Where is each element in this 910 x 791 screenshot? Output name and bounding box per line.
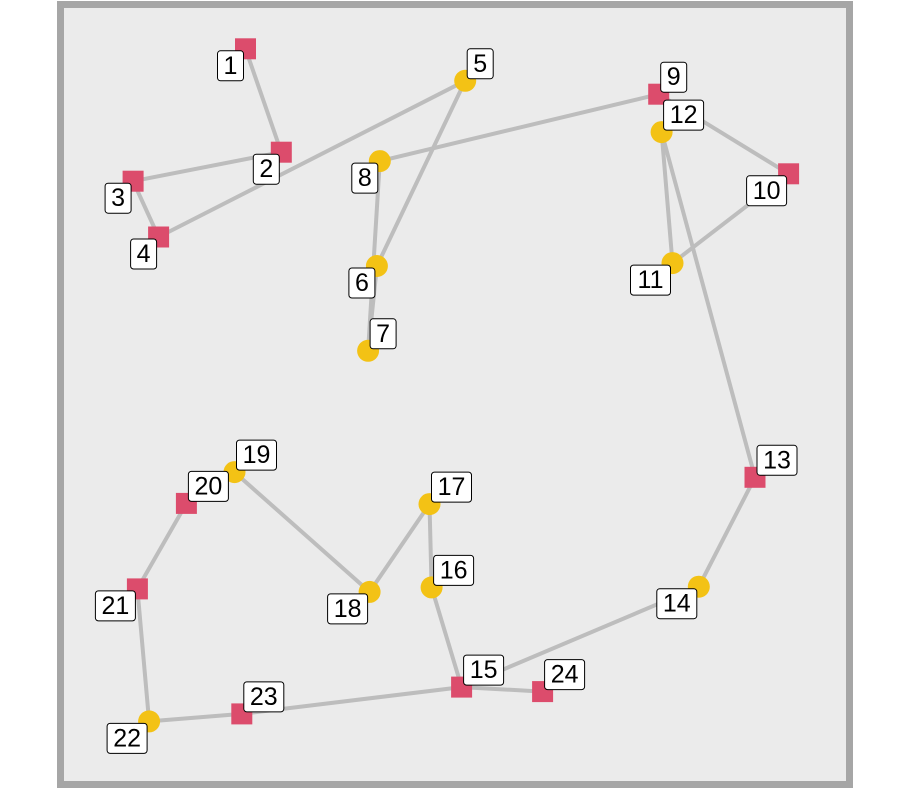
node-label-box-10 <box>746 175 788 207</box>
node-label-text-9: 9 <box>667 63 681 91</box>
node-label-text-17: 17 <box>438 473 466 501</box>
node-label-17: 17 <box>431 471 472 503</box>
node-label-11: 11 <box>630 264 671 296</box>
node-label-box-23 <box>243 681 285 713</box>
node-label-8: 8 <box>351 162 379 194</box>
edge-15-24 <box>459 685 545 694</box>
edge-17-18 <box>367 502 432 594</box>
node-label-19: 19 <box>236 439 277 471</box>
node-label-text-23: 23 <box>250 683 278 711</box>
edge-15-16 <box>429 585 464 690</box>
node-label-box-1 <box>217 50 244 82</box>
node-label-15: 15 <box>463 654 505 686</box>
edge-18-19 <box>232 470 372 594</box>
node-label-text-6: 6 <box>355 269 369 297</box>
node-label-1: 1 <box>217 50 244 82</box>
node-label-2: 2 <box>252 153 280 185</box>
edge-11-12 <box>659 130 675 266</box>
edge-13-14 <box>696 475 757 589</box>
node-label-box-3 <box>104 182 132 214</box>
node-label-text-16: 16 <box>440 556 468 584</box>
edge-22-23 <box>147 711 244 724</box>
node-label-6: 6 <box>348 267 376 299</box>
edge-5-6 <box>374 78 468 268</box>
node-label-10: 10 <box>746 175 788 207</box>
node-label-text-15: 15 <box>470 656 498 684</box>
node-label-21: 21 <box>94 590 136 622</box>
node-label-24: 24 <box>544 659 586 691</box>
node-label-14: 14 <box>656 588 698 620</box>
node-label-text-14: 14 <box>663 590 691 618</box>
node-label-12: 12 <box>663 99 705 131</box>
node-label-box-5 <box>466 48 494 80</box>
node-label-box-21 <box>94 590 136 622</box>
edge-21-22 <box>135 586 152 724</box>
node-label-text-19: 19 <box>243 441 271 469</box>
node-label-box-4 <box>130 238 158 270</box>
node-label-box-9 <box>660 61 688 93</box>
plot-panel <box>57 1 853 788</box>
node-label-5: 5 <box>466 48 494 80</box>
node-label-9: 9 <box>660 61 688 93</box>
node-label-text-1: 1 <box>224 52 238 80</box>
node-label-box-15 <box>463 654 505 686</box>
node-label-7: 7 <box>369 318 397 350</box>
node-label-text-13: 13 <box>763 446 791 474</box>
node-label-box-18 <box>327 593 369 625</box>
edge-8-9 <box>377 92 661 164</box>
node-label-text-4: 4 <box>137 240 151 268</box>
node-label-22: 22 <box>106 722 148 754</box>
node-label-text-24: 24 <box>551 661 579 689</box>
node-label-box-24 <box>544 659 586 691</box>
edge-12-13 <box>659 130 757 480</box>
node-label-text-12: 12 <box>670 101 698 129</box>
node-label-4: 4 <box>130 238 158 270</box>
node-label-box-7 <box>369 318 397 350</box>
node-label-18: 18 <box>327 593 369 625</box>
node-label-13: 13 <box>756 444 798 476</box>
node-label-text-22: 22 <box>113 724 141 752</box>
node-label-box-20 <box>187 470 229 502</box>
node-label-box-19 <box>236 439 277 471</box>
edge-20-21 <box>135 501 189 591</box>
node-label-box-12 <box>663 99 705 131</box>
node-label-3: 3 <box>104 182 132 214</box>
node-label-box-16 <box>433 554 475 586</box>
node-label-23: 23 <box>243 681 285 713</box>
node-label-box-11 <box>630 264 671 296</box>
node-label-box-2 <box>252 153 280 185</box>
node-label-text-2: 2 <box>259 155 273 183</box>
node-label-text-7: 7 <box>376 320 390 348</box>
node-label-16: 16 <box>433 554 475 586</box>
node-label-text-5: 5 <box>473 50 487 78</box>
node-label-text-20: 20 <box>194 472 222 500</box>
node-label-box-14 <box>656 588 698 620</box>
node-label-box-22 <box>106 722 148 754</box>
edge-4-5 <box>156 78 468 239</box>
node-label-text-21: 21 <box>101 592 129 620</box>
node-label-text-10: 10 <box>753 177 781 205</box>
node-label-box-17 <box>431 471 472 503</box>
node-label-20: 20 <box>187 470 229 502</box>
edge-16-17 <box>427 502 434 590</box>
node-label-box-6 <box>348 267 376 299</box>
node-label-text-8: 8 <box>358 164 372 192</box>
node-label-box-13 <box>756 444 798 476</box>
node-label-text-11: 11 <box>638 266 664 294</box>
edge-1-2 <box>243 46 284 155</box>
node-label-text-18: 18 <box>334 595 362 623</box>
node-label-box-8 <box>351 162 379 194</box>
node-label-text-3: 3 <box>111 184 125 212</box>
